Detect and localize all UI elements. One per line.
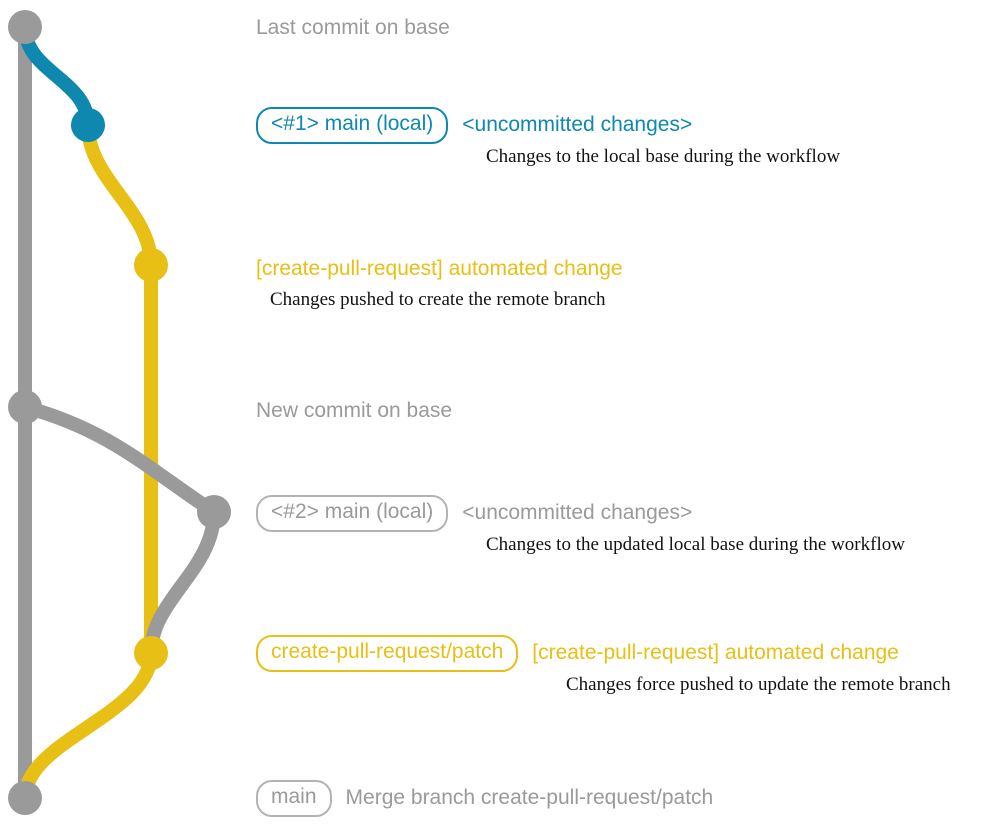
commit-dot-local-2[interactable] <box>197 495 231 529</box>
branch-chip-main[interactable]: main <box>256 780 332 817</box>
commit-dot-last-base[interactable] <box>8 10 42 44</box>
commit-dot-local-1[interactable] <box>71 108 105 142</box>
commit-dot-merge[interactable] <box>8 781 42 815</box>
commit-row-merge: main Merge branch create-pull-request/pa… <box>256 780 714 817</box>
commit-note-automated-2: Changes force pushed to update the remot… <box>566 674 951 695</box>
branch-chip-local-2[interactable]: <#2> main (local) <box>256 495 449 532</box>
commit-note-automated-1: Changes pushed to create the remote bran… <box>270 289 606 310</box>
commit-dot-new-base[interactable] <box>8 390 42 424</box>
commit-subject: <uncommitted changes> <box>462 113 693 137</box>
commit-dots <box>8 10 231 815</box>
commit-subject: Merge branch create-pull-request/patch <box>345 786 714 810</box>
edge-local2-to-patch2 <box>144 505 221 660</box>
edge-base2-to-local2 <box>18 400 221 519</box>
commit-subject: [create-pull-request] automated change <box>256 256 623 280</box>
branch-chip-patch[interactable]: create-pull-request/patch <box>256 635 519 672</box>
commit-row-local-2: <#2> main (local) <uncommitted changes> <box>256 495 693 532</box>
commit-subject: Last commit on base <box>256 15 450 39</box>
edge-local1-to-patch1 <box>81 118 158 272</box>
commit-dot-automated-1[interactable] <box>134 248 168 282</box>
commit-row-automated-1: [create-pull-request] automated change <box>256 254 623 284</box>
commit-subject: [create-pull-request] automated change <box>532 641 899 665</box>
commit-row-local-1: <#1> main (local) <uncommitted changes> <box>256 107 693 144</box>
commit-row-automated-2: create-pull-request/patch [create-pull-r… <box>256 635 899 672</box>
commit-row-new-base: New commit on base <box>256 396 452 426</box>
commit-dot-automated-2[interactable] <box>134 636 168 670</box>
commit-row-last-base: Last commit on base <box>256 13 450 43</box>
edge-base-to-local1 <box>18 20 95 132</box>
commit-subject: New commit on base <box>256 398 453 422</box>
commit-note-local-1: Changes to the local base during the wor… <box>486 146 841 167</box>
commit-note-local-2: Changes to the updated local base during… <box>486 534 905 555</box>
branch-chip-local-1[interactable]: <#1> main (local) <box>256 107 449 144</box>
edge-patch2-to-merge <box>18 646 158 805</box>
commit-subject: <uncommitted changes> <box>462 501 693 525</box>
